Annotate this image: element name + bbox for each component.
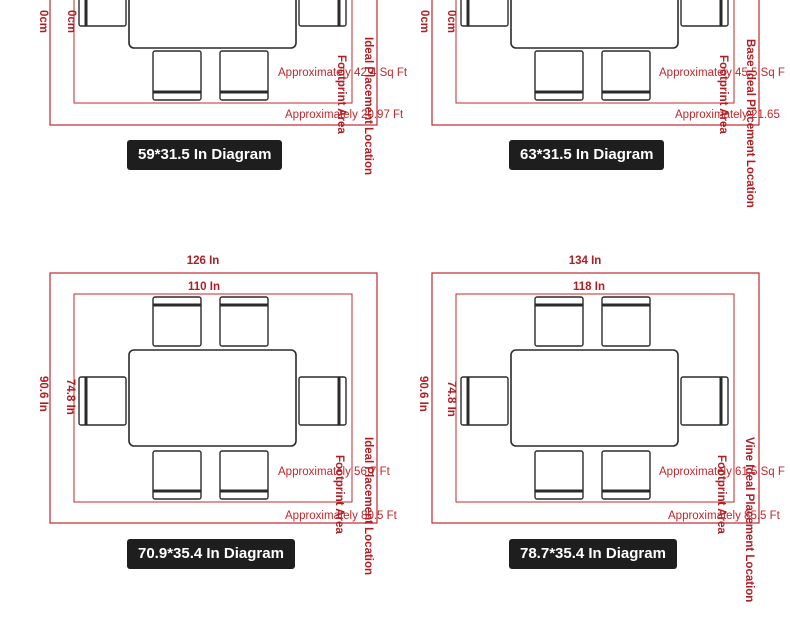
room-inner-boundary [455,293,735,503]
footprint-sqft-label: Approximately 20.97 Ft [285,109,404,121]
dining-table [510,0,679,49]
placement-location-label: Ideal Placement Location [362,37,374,175]
dining-table [510,349,679,447]
chair-bottom-1 [534,450,584,500]
diagram-title-badge: 78.7*35.4 In Diagram [509,539,677,569]
chair-bottom-2 [601,50,651,101]
inner-height-label: 0cm [65,10,77,33]
inner-width-label: 110 In [188,281,220,293]
base-prefix: Base [744,39,756,67]
area-sqft-label: Approximately 42.4 Sq Ft [278,67,408,79]
chair-right [680,376,729,426]
area-sqft-label: Approximately 61.5 Sq F [659,466,785,478]
outer-height-label: 0cm [418,10,430,33]
dining-table [128,349,297,447]
room-outer-boundary [49,0,378,126]
placement-location-label: Base Ideal Placement Location [744,39,756,208]
chair-bottom-2 [601,450,651,500]
chair-bottom-2 [219,450,269,500]
footprint-sqft-label: Approximately 21.65 [675,109,780,121]
diagram-title-badge: 59*31.5 In Diagram [127,140,283,170]
chair-left [78,0,127,27]
room-outer-boundary [431,0,760,126]
footprint-area-label: Footprint Area [715,455,727,534]
chair-left [78,376,127,426]
chair-left [460,376,509,426]
room-inner-boundary [73,0,353,104]
chair-bottom-1 [152,50,202,101]
chair-top-1 [152,296,202,347]
chair-bottom-1 [534,50,584,101]
chair-bottom-2 [219,50,269,101]
outer-height-label: 0cm [37,10,49,33]
room-outer-boundary [49,272,378,524]
placement-text: Ideal Placement Location [743,464,755,602]
inner-height-label: 74.8 In [64,379,76,415]
footprint-area-label: Footprint Area [335,55,347,134]
inner-height-label: 0cm [445,10,457,33]
footprint-sqft-label: Approximately 85.5 Ft [668,510,781,522]
area-sqft-label: Approximately 56.7 Ft [278,466,391,478]
placement-location-label: Ideal Placement Location [362,437,374,575]
chair-top-2 [601,296,651,347]
dining-table [128,0,297,49]
outer-width-label: 134 In [569,255,602,267]
outer-height-label: 90.6 In [37,376,49,412]
room-outer-boundary [431,272,760,524]
placement-text: Ideal Placement Location [744,70,756,208]
chair-right [298,0,347,27]
footprint-area-label: Footprint Area [717,55,729,134]
outer-width-label: 126 In [187,255,220,267]
chair-top-2 [219,296,269,347]
chair-right [680,0,729,27]
room-inner-boundary [455,0,735,104]
area-sqft-label: Approximately 45.5 Sq F [659,67,785,79]
chair-right [298,376,347,426]
inner-width-label: 118 In [573,281,605,293]
chair-left [460,0,509,27]
footprint-area-label: Footprint Area [333,455,345,534]
inner-height-label: 74.8 In [445,381,457,417]
outer-height-label: 90.6 In [417,376,429,412]
footprint-sqft-label: Approximately 80.5 Ft [285,510,398,522]
room-inner-boundary [73,293,353,503]
placement-location-label: Vine Ideal Placement Location [743,437,755,602]
chair-bottom-1 [152,450,202,500]
chair-top-1 [534,296,584,347]
vine-prefix: Vine [743,437,755,461]
diagram-title-badge: 63*31.5 In Diagram [509,140,665,170]
diagram-title-badge: 70.9*35.4 In Diagram [127,539,295,569]
